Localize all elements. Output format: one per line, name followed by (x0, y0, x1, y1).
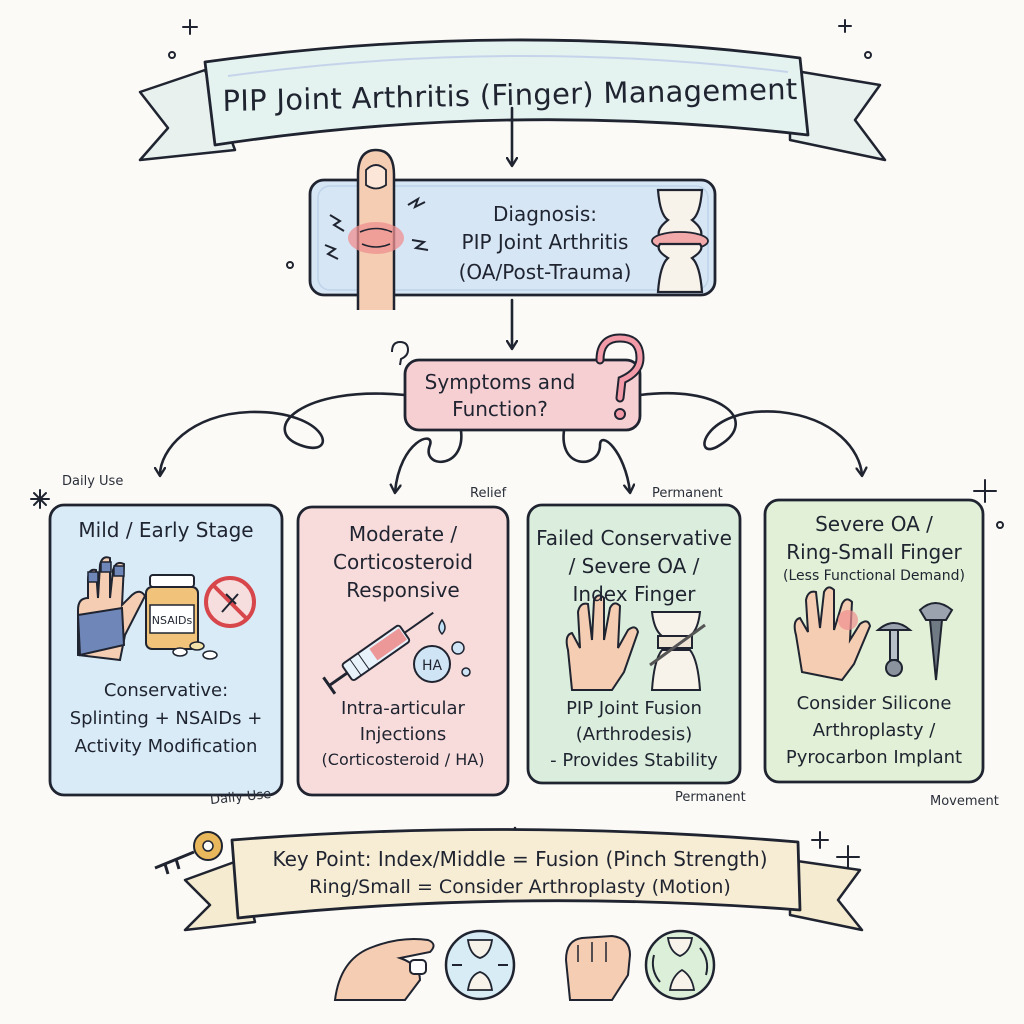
decision-box (403, 358, 642, 432)
tag-permanent-top: Permanent (652, 486, 723, 501)
branch-fusion-heading-1: Failed Conservative (536, 526, 732, 550)
branch-fusion-heading-2: / Severe OA / (568, 554, 700, 578)
decision-line-2: Function? (452, 397, 548, 421)
branch-arthroplasty-body-2: Arthroplasty / (812, 720, 936, 741)
key-point-line-1: Key Point: Index/Middle = Fusion (Pinch … (272, 847, 768, 871)
implant-icon (875, 602, 954, 681)
branch-fusion-heading-3: Index Finger (572, 582, 696, 606)
branch-card-moderate (296, 505, 510, 797)
ha-drop-icon: HA (413, 641, 471, 683)
title-ribbon (138, 38, 887, 162)
pinch-hand-icon (333, 938, 435, 1001)
branch-mild-body-3: Activity Modification (74, 736, 258, 757)
knee-joint-icon (651, 188, 709, 294)
syringe-icon (322, 611, 446, 695)
branch-arthroplasty-subheading: (Less Functional Demand) (783, 568, 965, 584)
branch-fusion-body-1: PIP Joint Fusion (566, 698, 702, 719)
finger-pain-icon (324, 148, 429, 310)
joint-compress-icon (444, 929, 516, 1001)
painful-hand-icon (793, 586, 872, 682)
branch-card-arthroplasty (763, 498, 985, 784)
tag-movement: Movement (930, 794, 999, 809)
diagnosis-line-2: PIP Joint Arthritis (461, 230, 629, 254)
branch-fusion-body-2: (Arthrodesis) (575, 724, 693, 745)
branch-moderate-heading-2: Corticosteroid (333, 550, 473, 574)
diagnosis-line-3: (OA/Post-Trauma) (458, 260, 632, 284)
hand-icon (565, 594, 640, 691)
branch-moderate-heading-3: Responsive (346, 578, 460, 602)
pill-bottle-icon: NSAIDs (145, 574, 218, 660)
key-icon (154, 831, 223, 875)
key-point-line-2: Ring/Small = Consider Arthroplasty (Moti… (309, 876, 731, 898)
branch-moderate-heading-1: Moderate / (348, 522, 458, 546)
splint-hand-icon (76, 556, 147, 662)
fused-joint-icon (649, 611, 706, 691)
diagnosis-box (308, 178, 717, 297)
branch-moderate-body-3: (Corticosteroid / HA) (321, 750, 485, 769)
joint-rotate-icon (644, 929, 716, 1001)
diagnosis-line-1: Diagnosis: (493, 202, 597, 226)
decision-line-1: Symptoms and (424, 370, 576, 394)
branch-moderate-body-1: Intra-articular (341, 698, 465, 719)
branch-mild-heading: Mild / Early Stage (78, 518, 254, 542)
tag-relief: Relief (470, 486, 507, 501)
branch-moderate-body-2: Injections (359, 724, 447, 745)
tag-permanent-bottom: Permanent (675, 790, 746, 805)
branch-arthroplasty-body-3: Pyrocarbon Implant (785, 747, 963, 768)
branch-mild-body-2: Splinting + NSAIDs + (69, 708, 263, 729)
flow-arrows (160, 106, 862, 842)
sparkle-decoration (30, 19, 1004, 869)
branch-arthroplasty-body-1: Consider Silicone (796, 693, 952, 714)
fist-icon (564, 934, 632, 1001)
tag-daily-use-top: Daily Use (62, 474, 124, 489)
no-activity-icon (204, 576, 256, 628)
ha-drop-label: HA (422, 658, 443, 674)
question-mark-icon (391, 333, 645, 420)
branch-fusion-body-3: - Provides Stability (550, 750, 718, 771)
pill-bottle-label: NSAIDs (152, 614, 193, 627)
branch-mild-body-1: Conservative: (103, 680, 229, 701)
branch-arthroplasty-heading-1: Severe OA / (815, 512, 933, 536)
branch-arthroplasty-heading-2: Ring-Small Finger (786, 540, 962, 564)
key-point-ribbon (183, 828, 864, 932)
